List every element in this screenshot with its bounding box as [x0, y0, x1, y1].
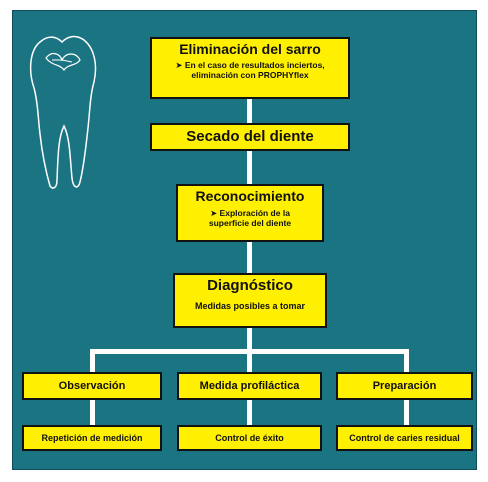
branch-3-title: Preparación [338, 380, 471, 392]
step-box-4: Diagnóstico Medidas posibles a tomar [173, 273, 327, 328]
branch-1-title: Observación [24, 380, 160, 392]
connector-1-2 [247, 98, 252, 123]
branch-mid-down [247, 349, 252, 373]
branch-box-preparacion: Preparación [336, 372, 473, 400]
branch-mid-result [247, 398, 252, 426]
step-1-sub2: eliminación con PROPHYflex [152, 71, 348, 81]
step-box-1: Eliminación del sarro ➤ En el caso de re… [150, 37, 350, 99]
result-box-2: Control de éxito [177, 425, 322, 451]
branch-box-observacion: Observación [22, 372, 162, 400]
connector-3-4 [247, 242, 252, 274]
step-4-title: Diagnóstico [175, 278, 325, 295]
step-1-title: Eliminación del sarro [152, 42, 348, 57]
step-2-title: Secado del diente [152, 129, 348, 146]
branch-left-result [90, 398, 95, 426]
result-box-3: Control de caries residual [336, 425, 473, 451]
branch-2-title: Medida profiláctica [179, 380, 320, 392]
result-box-1: Repetición de medición [22, 425, 162, 451]
branch-2-result: Control de éxito [179, 433, 320, 443]
branch-box-medida: Medida profiláctica [177, 372, 322, 400]
step-box-2: Secado del diente [150, 123, 350, 151]
branch-right-result [404, 398, 409, 426]
step-4-sub1: Medidas posibles a tomar [175, 301, 325, 311]
connector-2-3 [247, 150, 252, 185]
branch-left-down [90, 349, 95, 373]
branch-right-down [404, 349, 409, 373]
step-box-3: Reconocimiento ➤ Exploración de la super… [176, 184, 324, 242]
step-3-sub2: superficie del diente [178, 219, 322, 229]
tooth-icon [22, 30, 102, 190]
step-3-title: Reconocimiento [178, 189, 322, 204]
branch-1-result: Repetición de medición [24, 433, 160, 443]
branch-3-result: Control de caries residual [338, 433, 471, 443]
